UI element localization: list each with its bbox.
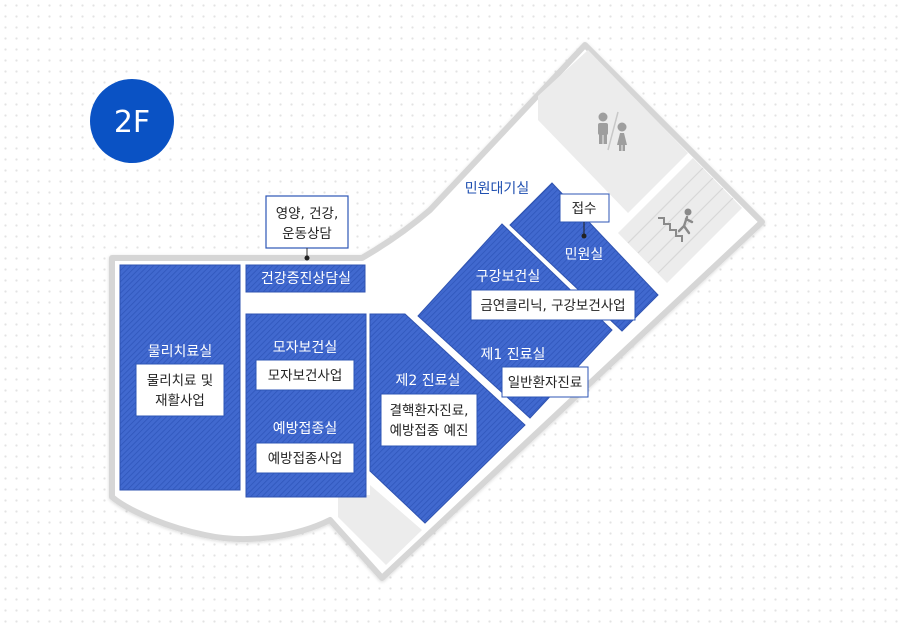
physio-service-line1: 물리치료 및 xyxy=(147,373,213,389)
maternal-service-text: 모자보건사업 xyxy=(268,368,343,384)
stairs-steps xyxy=(627,167,734,274)
civil-callout-box xyxy=(559,193,610,223)
health-check-callout-line1: 영양, 건강, xyxy=(276,206,339,222)
civil-room-name: 민원실 xyxy=(565,247,604,263)
waiting-area-label: 민원대기실 xyxy=(465,181,529,197)
exam2-service-line2: 예방접종 예진 xyxy=(390,423,469,439)
civil-callout-text: 접수 xyxy=(572,201,597,217)
exam2-room-name: 제2 진료실 xyxy=(396,373,461,389)
oral-service-text: 금연클리닉, 구강보건사업 xyxy=(480,298,625,314)
civil-pointer-dot xyxy=(581,233,587,239)
health-check-callout-line2: 운동상담 xyxy=(282,226,332,242)
physio-service-box xyxy=(135,363,225,417)
physio-room-name: 물리치료실 xyxy=(148,344,212,360)
exam2-service-line1: 결핵환자진료, xyxy=(390,403,469,419)
maternal-room-name: 모자보건실 xyxy=(273,340,337,356)
corridor-area xyxy=(338,485,422,565)
oral-service-box xyxy=(470,289,636,321)
vaccination-service-box xyxy=(255,442,355,474)
floor-label: 2F xyxy=(114,105,150,140)
health-check-room-name: 건강증진상담실 xyxy=(261,271,351,287)
exam1-room-name: 제1 진료실 xyxy=(481,347,546,363)
floor-badge xyxy=(90,79,174,163)
vaccination-room-name: 예방접종실 xyxy=(273,421,337,437)
exam1-service-box xyxy=(501,366,589,398)
stairs-area xyxy=(618,158,742,283)
health-check-room[interactable] xyxy=(245,264,366,293)
exam2-service-box xyxy=(380,393,478,447)
restroom-icon xyxy=(598,111,627,151)
stairs-icon xyxy=(658,208,694,242)
physio-service-line2: 재활사업 xyxy=(155,393,205,409)
maternal-service-box xyxy=(255,359,355,391)
oral-room-name: 구강보건실 xyxy=(476,269,540,285)
health-check-callout xyxy=(265,195,349,249)
vaccination-service-text: 예방접종사업 xyxy=(268,451,343,467)
health-check-pointer-dot xyxy=(304,255,310,261)
exam1-service-text: 일반환자진료 xyxy=(508,375,583,391)
